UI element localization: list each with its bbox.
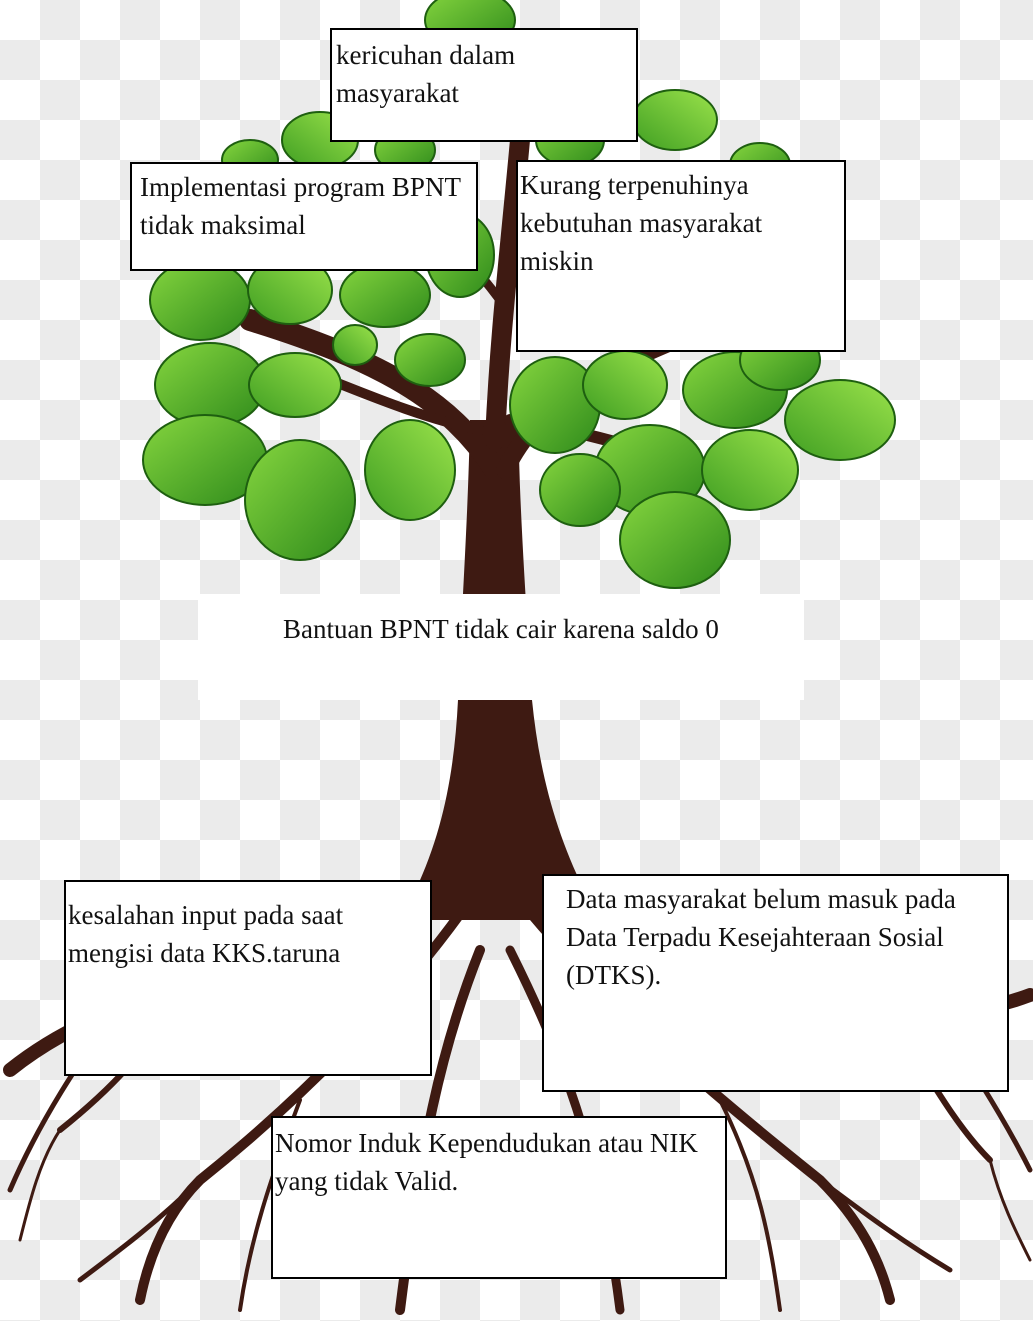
cause-text-left: kesalahan input pada saat mengisi data K…	[68, 900, 344, 968]
effect-text-top: kericuhan dalam masyarakat	[336, 40, 516, 108]
cause-text-right: Data masyarakat belum masuk pada Data Te…	[566, 884, 956, 990]
cause-text-bottom: Nomor Induk Kependudukan atau NIK yang t…	[275, 1128, 698, 1196]
cause-box-left: kesalahan input pada saat mengisi data K…	[64, 880, 432, 1076]
effect-box-top: kericuhan dalam masyarakat	[330, 28, 638, 142]
effect-text-left: Implementasi program BPNT tidak maksimal	[140, 172, 461, 240]
core-problem-text: Bantuan BPNT tidak cair karena saldo 0	[283, 614, 719, 644]
effect-box-right: Kurang terpenuhinya kebutuhan masyarakat…	[516, 160, 846, 352]
effect-box-left: Implementasi program BPNT tidak maksimal	[130, 162, 478, 271]
cause-box-right: Data masyarakat belum masuk pada Data Te…	[542, 874, 1009, 1092]
cause-box-bottom: Nomor Induk Kependudukan atau NIK yang t…	[271, 1116, 727, 1279]
effect-text-right: Kurang terpenuhinya kebutuhan masyarakat…	[520, 170, 763, 276]
core-problem-label: Bantuan BPNT tidak cair karena saldo 0	[198, 594, 804, 700]
